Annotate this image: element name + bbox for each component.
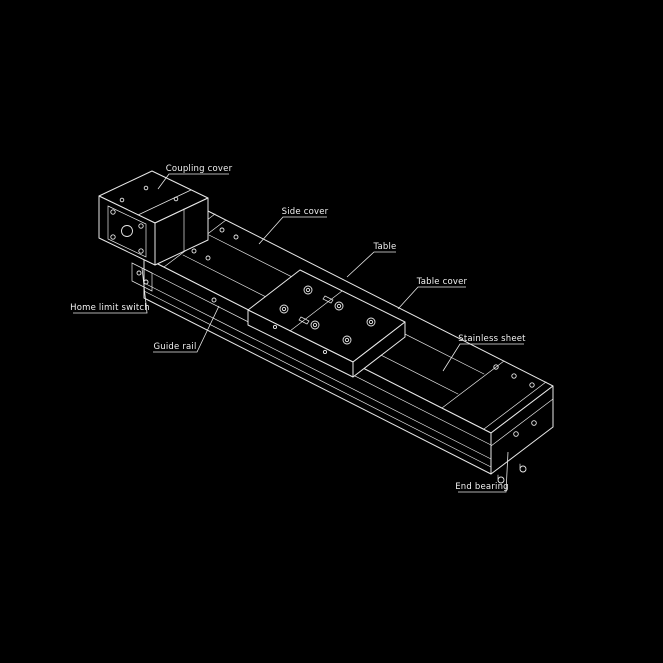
label-stainless-sheet: Stainless sheet: [458, 334, 526, 344]
rail-mount-hole: [511, 373, 517, 379]
cover-screw: [233, 234, 239, 240]
label-side-cover: Side cover: [282, 207, 329, 217]
table-hole: [279, 304, 289, 314]
label-table-cover: Table cover: [416, 277, 468, 287]
callout-leader-lines: [73, 173, 524, 493]
table-hole: [336, 303, 342, 309]
part-labels: Coupling cover Side cover Table Table co…: [70, 164, 526, 492]
end-foot-screw: [497, 476, 505, 484]
table-side-screw: [322, 349, 328, 355]
block-right-face: [154, 197, 209, 266]
flange-bolt: [110, 234, 116, 240]
table-carriage: [247, 269, 406, 378]
table-hole: [310, 320, 320, 330]
table-hole: [305, 287, 311, 293]
table-hole: [334, 301, 344, 311]
flange-bolt: [110, 209, 116, 215]
switch-screw: [143, 279, 149, 285]
table-hole: [344, 337, 350, 343]
block-screw: [119, 197, 125, 203]
rail-end-face: [490, 385, 554, 475]
rail-mount-hole: [529, 382, 535, 388]
table-hole: [366, 317, 376, 327]
block-screw: [173, 196, 179, 202]
end-foot-screw: [519, 465, 527, 473]
motor-boss: [121, 225, 133, 237]
table-hole: [342, 335, 352, 345]
motor-flange: [107, 205, 147, 258]
home-switch-bracket: [131, 262, 153, 292]
table-side-screw: [272, 324, 278, 330]
table-slot: [298, 316, 310, 325]
flange-bolt: [138, 248, 144, 254]
end-face-screw: [513, 431, 519, 437]
grease-port: [211, 297, 217, 303]
table-slot: [322, 295, 334, 304]
label-home-limit-switch: Home limit switch: [70, 303, 150, 313]
table-hole: [303, 285, 313, 295]
rail-mount-hole: [493, 364, 499, 370]
label-end-bearing: End bearing: [455, 482, 509, 492]
motor-block: [98, 170, 209, 292]
cover-screw: [219, 227, 225, 233]
switch-screw: [136, 270, 142, 276]
label-table: Table: [373, 242, 397, 252]
block-screw: [143, 185, 149, 191]
cover-screw: [191, 248, 197, 254]
cover-screw: [205, 255, 211, 261]
table-right-face: [352, 321, 406, 378]
end-face-screw: [531, 420, 537, 426]
table-hole: [368, 319, 374, 325]
label-coupling-cover: Coupling cover: [166, 164, 233, 174]
label-guide-rail: Guide rail: [153, 342, 196, 352]
table-hole: [312, 322, 318, 328]
flange-bolt: [138, 223, 144, 229]
table-hole: [281, 306, 287, 312]
